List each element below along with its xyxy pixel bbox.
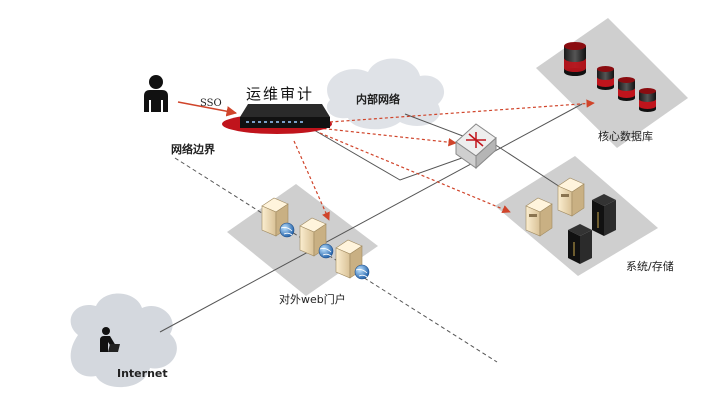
web-portal-label: 对外web门户 — [279, 293, 346, 306]
internal-network-cloud — [326, 58, 445, 130]
database-icon — [639, 88, 656, 112]
database-icon — [564, 42, 586, 76]
audit-appliance-icon — [222, 104, 332, 134]
storage-server-icon — [592, 194, 616, 236]
storage-platform — [495, 156, 658, 276]
laptop-user-icon — [100, 327, 120, 352]
server-icon — [557, 177, 585, 217]
core-database-label: 核心数据库 — [598, 130, 653, 143]
internet-cloud — [70, 293, 177, 388]
internet-label: Internet — [117, 367, 168, 380]
audit-system-label: 运维审计 — [246, 85, 315, 103]
user-icon — [144, 75, 168, 112]
database-icon — [597, 66, 614, 90]
network-border-label: 网络边界 — [171, 143, 215, 156]
globe-icon — [279, 222, 295, 238]
internal-network-label: 内部网络 — [356, 93, 400, 106]
globe-icon — [354, 264, 370, 280]
audit-arrows — [293, 99, 595, 221]
sso-label: SSO — [200, 98, 222, 109]
server-icon — [525, 197, 553, 237]
database-icon — [618, 77, 635, 101]
storage-server-icon — [568, 224, 592, 264]
sso-arrow — [177, 101, 238, 117]
router-icon — [455, 123, 497, 170]
globe-icon — [318, 243, 334, 259]
system-storage-label: 系统/存储 — [626, 260, 674, 273]
